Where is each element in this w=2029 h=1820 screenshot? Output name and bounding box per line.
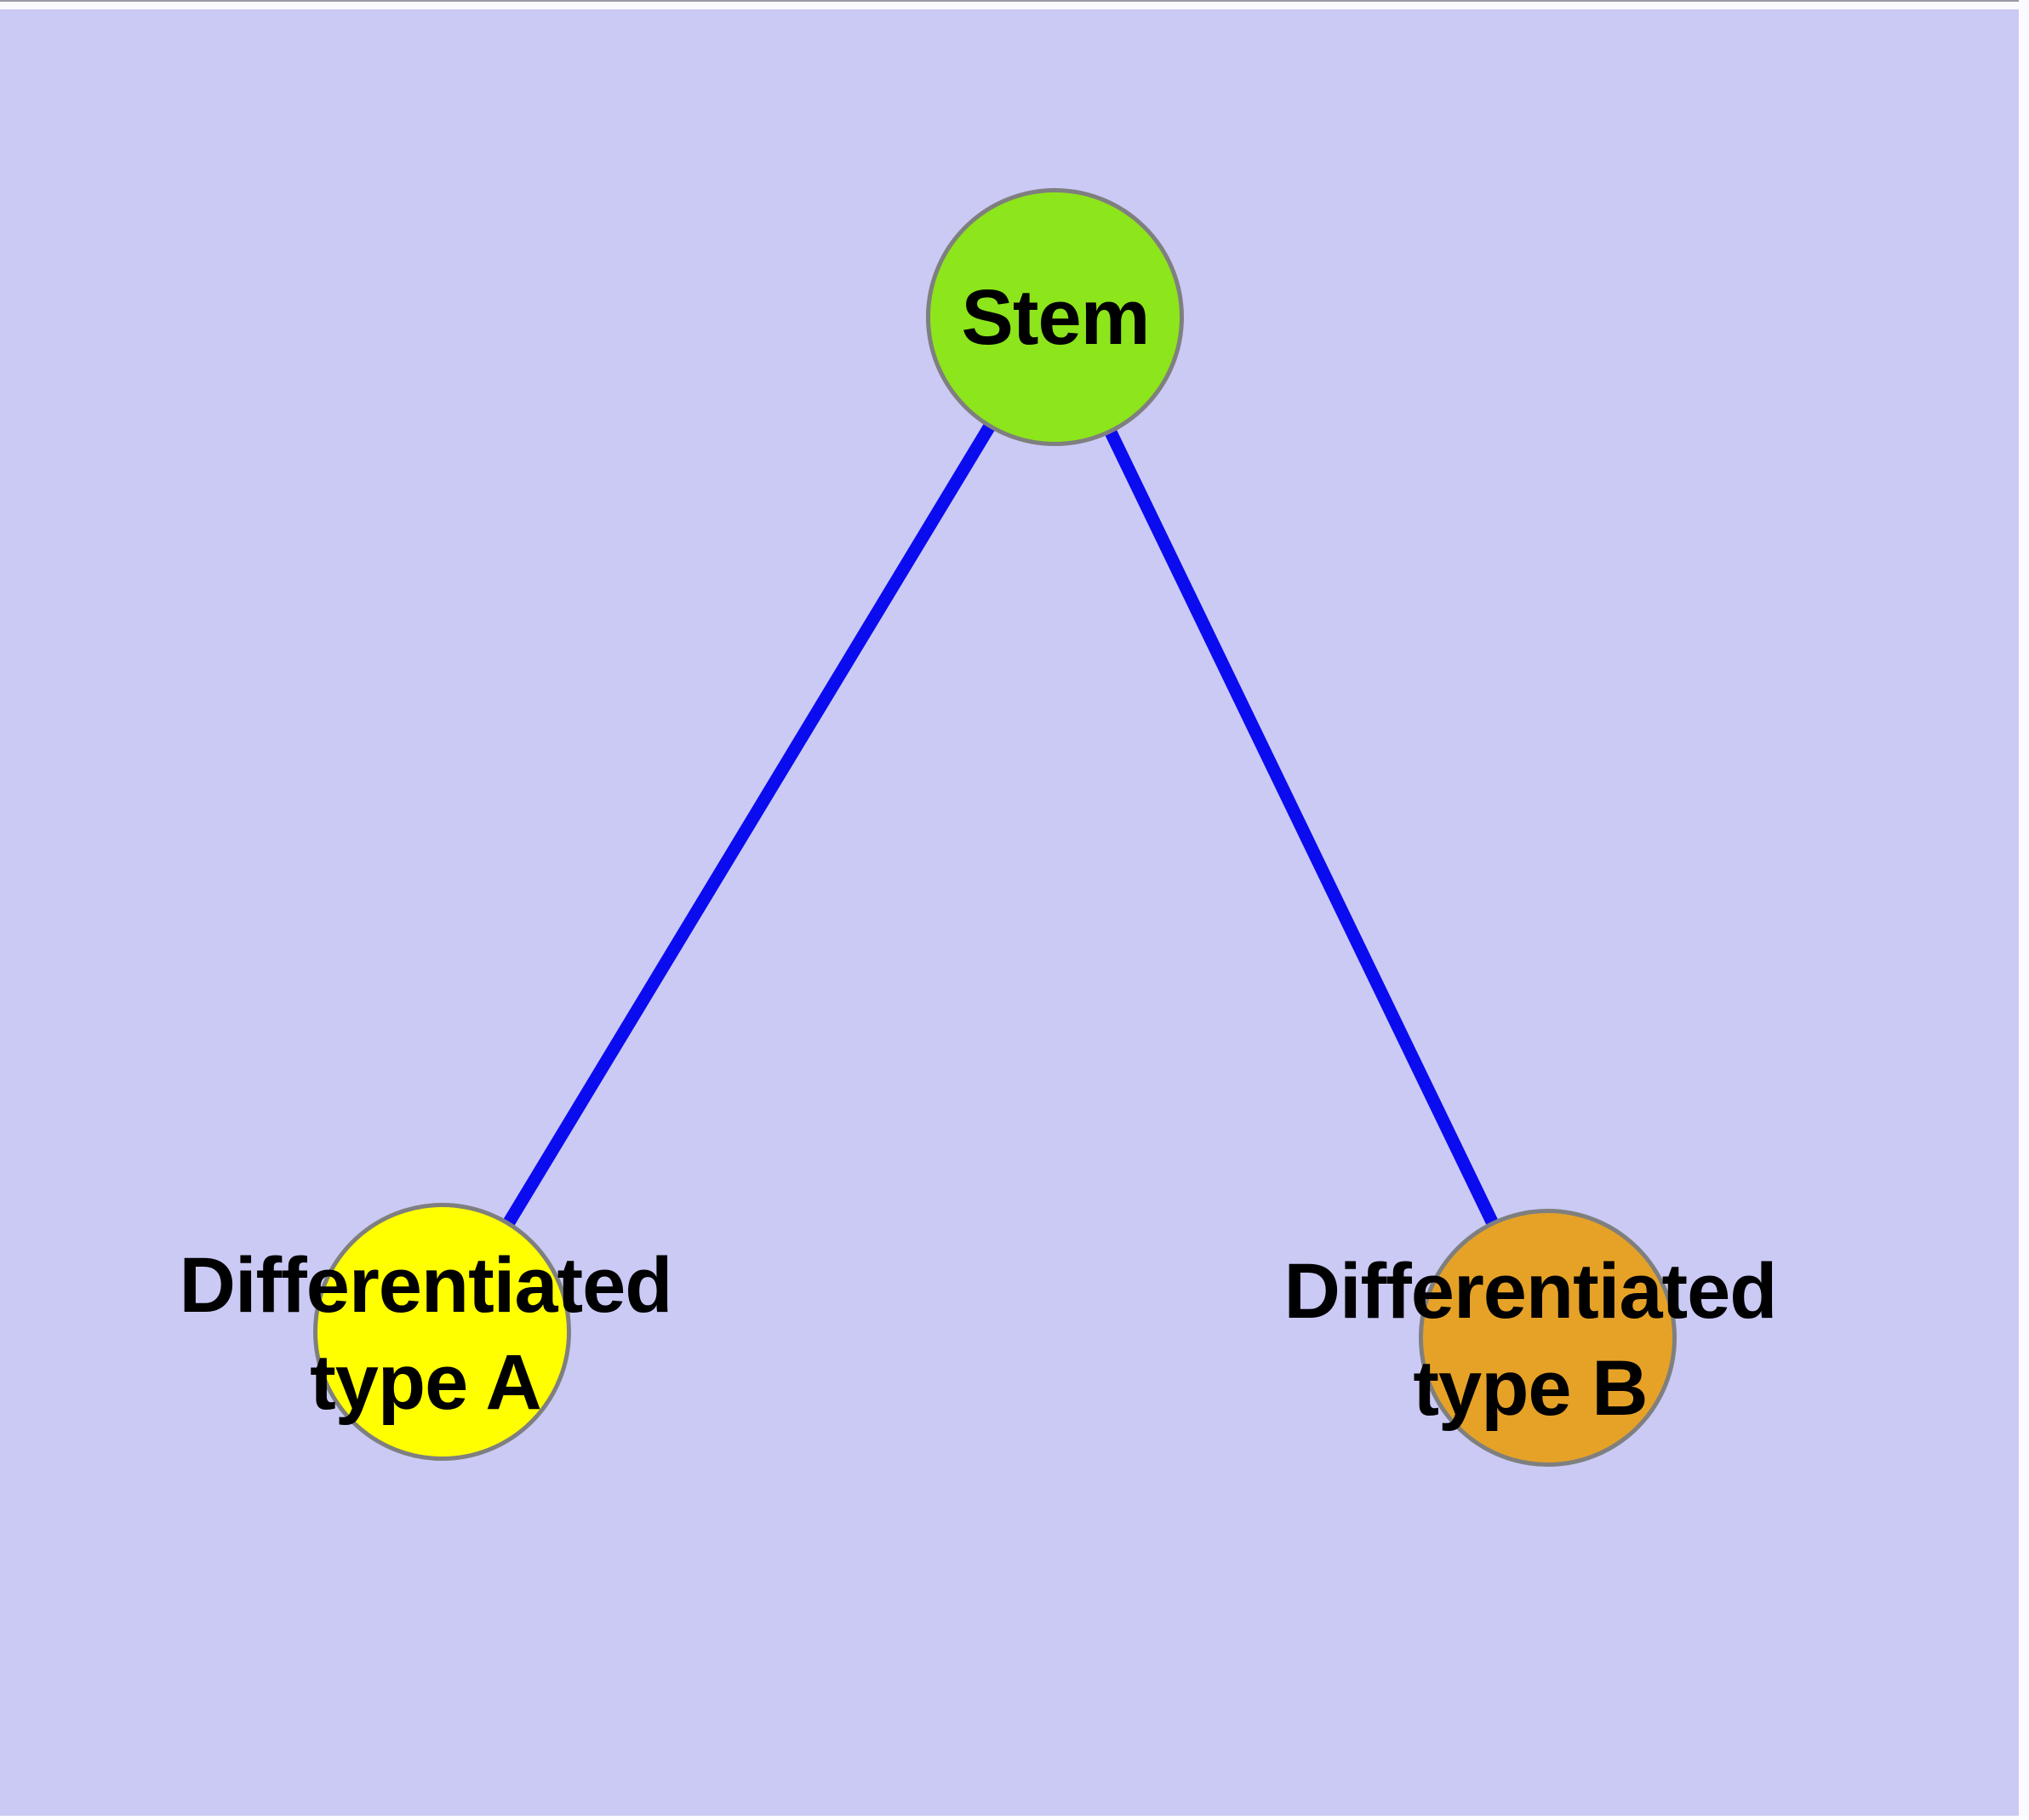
node-label-line: type A (310, 1339, 542, 1426)
node-label-line: type B (1413, 1345, 1648, 1432)
node-label-differentiated-type-a: Differentiated type A (43, 1237, 809, 1431)
window-top-border (0, 0, 2029, 2)
node-label-line: Differentiated (179, 1242, 673, 1329)
edge-stem-to-type-b (1049, 314, 1554, 1342)
window-top-margin (0, 2, 2029, 9)
window-right-margin (2019, 0, 2029, 1820)
node-label-line: Differentiated (1283, 1248, 1778, 1335)
node-label-stem: Stem (961, 274, 1151, 361)
edge-stem-to-type-a (437, 314, 1061, 1336)
node-label-differentiated-type-b: Differentiated type B (1147, 1243, 1913, 1437)
node-differentiated-type-b[interactable] (1419, 1209, 1677, 1467)
node-stem[interactable] (926, 188, 1184, 446)
window-bottom-margin (0, 1816, 2029, 1820)
node-differentiated-type-a[interactable] (313, 1203, 571, 1461)
